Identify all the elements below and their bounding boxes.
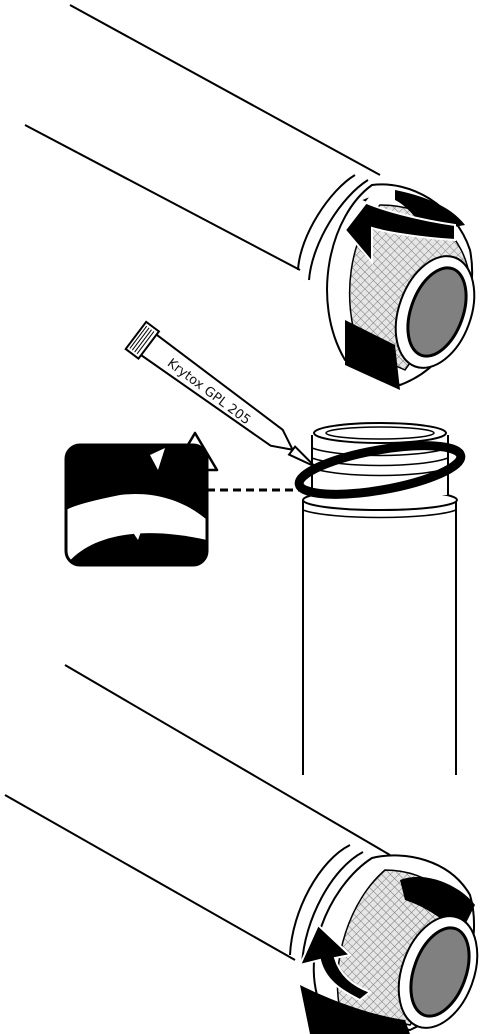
tube-body-top: [25, 5, 380, 280]
step-unscrew: [25, 5, 483, 390]
step-screw-on: [5, 665, 483, 1034]
tube-label: Krytox GPL 205: [164, 356, 253, 428]
o-ring-detail-icon: [66, 445, 207, 565]
step-lubricate: Krytox GPL 205 !: [66, 322, 464, 775]
